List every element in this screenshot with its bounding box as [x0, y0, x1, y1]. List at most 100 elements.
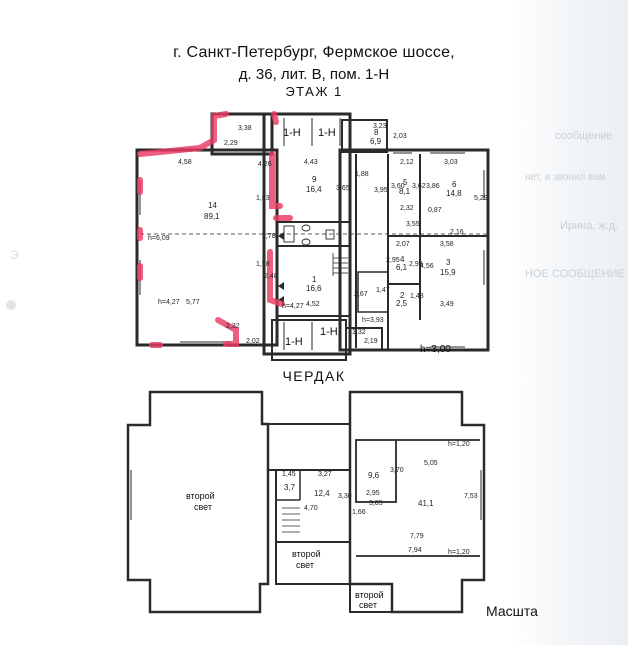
height-mark: h=4,27: [158, 299, 180, 306]
room-area: 8,1: [399, 187, 411, 196]
dimension: 4,43: [304, 159, 318, 166]
attic-title: ЧЕРДАК: [282, 368, 346, 384]
attic-second-light: второй: [186, 491, 215, 501]
room-area: 89,1: [204, 212, 220, 221]
floor-1-labels: 1-Н 1-Н 1-Н 1-Н 14 89,1 9 16,4 1 16,6 8 …: [148, 123, 488, 355]
unit-label: 1-Н: [320, 326, 338, 338]
dimension: 1,32: [352, 329, 366, 336]
dimension: 2,48: [264, 273, 278, 280]
dimension: 2,19: [364, 338, 378, 345]
attic-labels: второй свет второй свет второй свет 3,7 …: [186, 441, 478, 610]
room-area: 3,7: [284, 483, 296, 492]
unit-label: 1-Н: [285, 336, 303, 348]
height-mark: h=6,09: [148, 235, 170, 242]
dimension: 4,52: [306, 301, 320, 308]
room-area: 6,9: [370, 137, 382, 146]
dimension: 1,66: [352, 509, 366, 516]
room-area: 9,6: [368, 471, 380, 480]
background-ghost-text: НОЕ СООБЩЕНИЕ: [525, 268, 625, 280]
attic-second-light: второй: [355, 590, 384, 600]
background-ghost-text: Ирина, ж.д.: [560, 220, 619, 232]
dimension: 3,60: [391, 183, 405, 190]
attic-plan: [126, 390, 486, 614]
dimension: 2,67: [354, 291, 368, 298]
room-area: 6,1: [396, 263, 408, 272]
dimension: 3,55: [406, 221, 420, 228]
room-number: 8: [374, 128, 379, 137]
room-area: 16,4: [306, 185, 322, 194]
room-number: 1: [312, 275, 317, 284]
dimension: 3,23: [373, 123, 387, 130]
dimension: 3,86: [426, 183, 440, 190]
room-area: 15,9: [440, 268, 456, 277]
attic-second-light: свет: [296, 560, 314, 570]
dimension: 2,12: [400, 159, 414, 166]
dimension: 3,30: [338, 493, 352, 500]
dimension: 3,27: [318, 471, 332, 478]
room-area: 16,6: [306, 284, 322, 293]
dimension: 1,53: [256, 195, 270, 202]
dimension: 2,32: [226, 323, 240, 330]
room-area: 14,8: [446, 189, 462, 198]
room-number: 9: [312, 175, 317, 184]
dimension: 1,88: [355, 171, 369, 178]
height-mark: h=1,20: [448, 441, 470, 448]
floor-1-plan: [135, 112, 490, 361]
dimension: 1,58: [256, 261, 270, 268]
dimension: 5,05: [424, 460, 438, 467]
dimension: 3,62: [412, 183, 426, 190]
dimension: 4,56: [420, 263, 434, 270]
dimension: 3,58: [440, 241, 454, 248]
unit-label: 1-Н: [283, 127, 301, 139]
attic-second-light: свет: [359, 600, 377, 610]
dimension: 3,95: [374, 187, 388, 194]
dimension: 5,77: [186, 299, 200, 306]
dimension: 2,32: [400, 205, 414, 212]
dimension: 2,95: [366, 490, 380, 497]
dimension: 3,03: [444, 159, 458, 166]
height-mark: h=3,93: [362, 317, 384, 324]
dimension: 4,26: [258, 161, 272, 168]
dimension: 7,53: [464, 493, 478, 500]
dimension: 2,95: [386, 257, 400, 264]
dimension: 2,02: [246, 338, 260, 345]
dimension: 5,29: [474, 195, 488, 202]
highlight-markings: [137, 111, 293, 348]
dimension: 2,29: [224, 140, 238, 147]
room-number: 14: [208, 201, 217, 210]
dimension: 4,70: [304, 505, 318, 512]
dimension: 7,79: [410, 533, 424, 540]
dimension: 3,05: [369, 500, 383, 507]
background-ghost-letter: Э: [10, 248, 19, 262]
dimension: 2,07: [396, 241, 410, 248]
dimension: 1,48: [410, 293, 424, 300]
dimension: 2,03: [393, 133, 407, 140]
dimension: 3,70: [390, 467, 404, 474]
dimension: 2,78: [262, 233, 276, 240]
scale-label: Масшта: [486, 603, 538, 619]
address-line-1: г. Санкт-Петербург, Фермское шоссе,: [173, 44, 455, 61]
room-area: 12,4: [314, 489, 330, 498]
dimension: 1,45: [282, 471, 296, 478]
address-line-2: д. 36, лит. В, пом. 1-Н: [238, 66, 390, 83]
dimension: 0,87: [428, 207, 442, 214]
room-number: 5: [403, 178, 408, 187]
background-ghost-text: сообщение: [555, 130, 613, 142]
room-number: 4: [400, 255, 405, 264]
room-number: 6: [452, 180, 457, 189]
dimension: 3,65: [336, 185, 350, 192]
dimension: 4,58: [178, 159, 192, 166]
dimension: 2,93: [409, 261, 423, 268]
attic-second-light: второй: [292, 549, 321, 559]
height-mark: h=1,20: [448, 549, 470, 556]
background-ghost-dot: [6, 300, 16, 310]
background-strip: [510, 0, 628, 645]
dimension: 3,49: [440, 301, 454, 308]
room-number: 3: [446, 258, 451, 267]
unit-label: 1-Н: [318, 127, 336, 139]
floor-title: ЭТАЖ 1: [285, 84, 343, 99]
attic-second-light: свет: [194, 502, 212, 512]
room-area: 2,5: [396, 299, 408, 308]
